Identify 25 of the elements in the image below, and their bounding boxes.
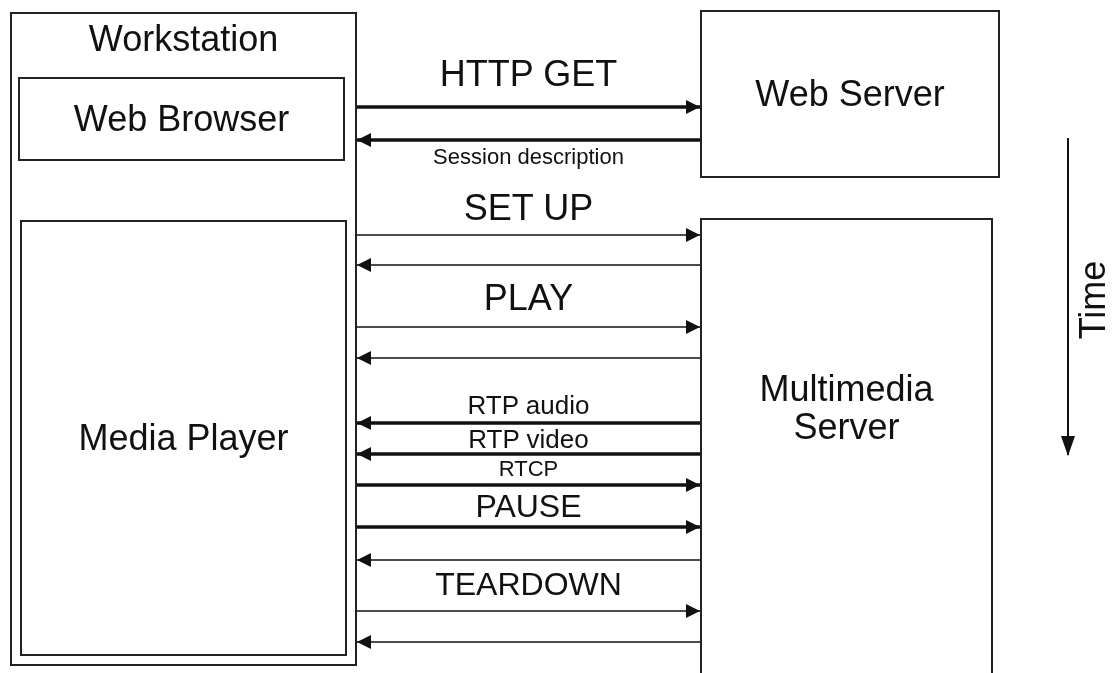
arrow: [356, 351, 701, 365]
axis-label: Time: [1072, 260, 1114, 340]
edge-label: Session description: [431, 146, 626, 168]
system-box: [700, 10, 1000, 178]
arrow: [356, 320, 701, 334]
arrow: [357, 416, 700, 430]
arrow: [357, 478, 700, 492]
system-box: [20, 220, 347, 656]
arrow: [356, 228, 701, 242]
box-label: Media Player: [78, 419, 289, 457]
arrow: [357, 520, 700, 534]
system-box: [10, 12, 357, 666]
arrow: [357, 100, 700, 114]
system-box: [18, 77, 345, 161]
arrow: [357, 133, 700, 147]
box-label: Workstation: [88, 20, 279, 58]
arrow: [356, 635, 701, 649]
box-label: Web Server: [755, 75, 945, 113]
arrow: [357, 447, 700, 461]
system-box: [700, 218, 993, 673]
arrow: [356, 258, 701, 272]
box-label: Multimedia Server: [758, 370, 935, 446]
arrow: [356, 553, 701, 567]
box-label: Web Browser: [73, 100, 290, 138]
arrow: [356, 604, 701, 618]
